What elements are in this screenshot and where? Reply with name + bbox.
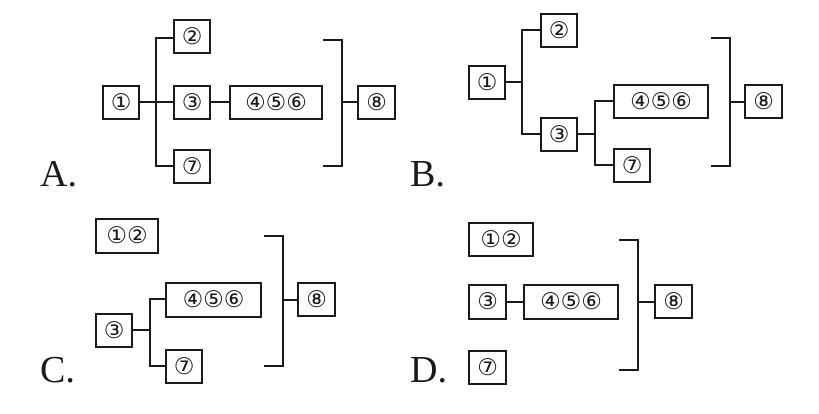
option-b-box-456: ④⑤⑥ <box>613 84 709 119</box>
option-b-box-8-text: ⑧ <box>753 89 774 115</box>
option-d-box-8: ⑧ <box>654 284 693 319</box>
option-d-box-3: ③ <box>468 284 507 320</box>
option-b-sub-bracket <box>594 100 615 166</box>
option-b-label: B. <box>410 153 445 195</box>
option-c-box-7: ⑦ <box>165 349 203 384</box>
option-d-box-12: ①② <box>468 222 534 257</box>
option-a-label: A. <box>40 153 77 195</box>
option-d-label: D. <box>410 349 447 391</box>
option-d: D. ①② ③ ④⑤⑥ ⑦ ⑧ <box>410 222 693 391</box>
option-a-box-3: ③ <box>173 85 211 120</box>
option-c-box-3-text: ③ <box>104 318 125 344</box>
option-a-box-8: ⑧ <box>357 85 396 120</box>
option-b-box-1-text: ① <box>477 70 498 96</box>
option-a: A. ① ② ③ ④⑤⑥ ⑦ ⑧ <box>40 19 396 195</box>
option-c-box-12-text: ①② <box>106 223 147 249</box>
option-d-box-7: ⑦ <box>468 350 507 385</box>
option-c-box-7-text: ⑦ <box>174 354 195 380</box>
option-a-box-7: ⑦ <box>173 149 211 184</box>
option-d-box-456: ④⑤⑥ <box>523 284 619 320</box>
option-b-box-2-text: ② <box>549 18 570 44</box>
option-b-box-7: ⑦ <box>613 148 651 183</box>
option-d-box-7-text: ⑦ <box>477 355 498 381</box>
option-c-sub-bracket <box>149 298 167 367</box>
option-b-box-2: ② <box>540 13 578 48</box>
option-c-box-12: ①② <box>95 218 159 254</box>
option-a-box-2-text: ② <box>182 24 203 50</box>
option-a-box-456: ④⑤⑥ <box>229 85 323 120</box>
option-c-box-8-text: ⑧ <box>306 287 327 313</box>
option-a-box-456-text: ④⑤⑥ <box>245 90 307 116</box>
option-c-box-456-text: ④⑤⑥ <box>183 287 245 313</box>
option-b: B. ① ② ③ ④⑤⑥ ⑦ ⑧ <box>410 13 783 195</box>
option-b-box-7-text: ⑦ <box>622 153 643 179</box>
option-a-box-1: ① <box>102 85 140 120</box>
option-a-box-3-text: ③ <box>182 90 203 116</box>
option-b-merge-bracket <box>711 37 731 167</box>
option-b-box-1: ① <box>468 65 506 100</box>
option-d-merge-bracket <box>619 239 639 371</box>
option-b-box-3-text: ③ <box>549 122 570 148</box>
option-b-box-8: ⑧ <box>744 84 783 119</box>
option-c-box-3: ③ <box>95 313 133 348</box>
option-a-box-7-text: ⑦ <box>182 154 203 180</box>
option-c: C. ①② ③ ④⑤⑥ ⑦ ⑧ <box>40 218 336 391</box>
option-a-box-8-text: ⑧ <box>366 90 387 116</box>
option-c-merge-bracket <box>264 235 284 367</box>
option-c-box-8: ⑧ <box>297 282 336 317</box>
option-a-merge-bracket <box>323 39 343 167</box>
option-d-box-8-text: ⑧ <box>663 289 684 315</box>
option-a-box-1-text: ① <box>111 90 132 116</box>
option-c-box-456: ④⑤⑥ <box>165 282 262 318</box>
option-d-box-456-text: ④⑤⑥ <box>540 289 602 315</box>
option-a-box-2: ② <box>173 19 211 54</box>
option-b-box-3: ③ <box>540 117 578 152</box>
option-d-box-3-text: ③ <box>477 289 498 315</box>
option-b-branch-bracket <box>521 29 542 135</box>
option-b-box-456-text: ④⑤⑥ <box>630 89 692 115</box>
option-c-label: C. <box>40 349 75 391</box>
option-d-box-12-text: ①② <box>480 227 521 253</box>
